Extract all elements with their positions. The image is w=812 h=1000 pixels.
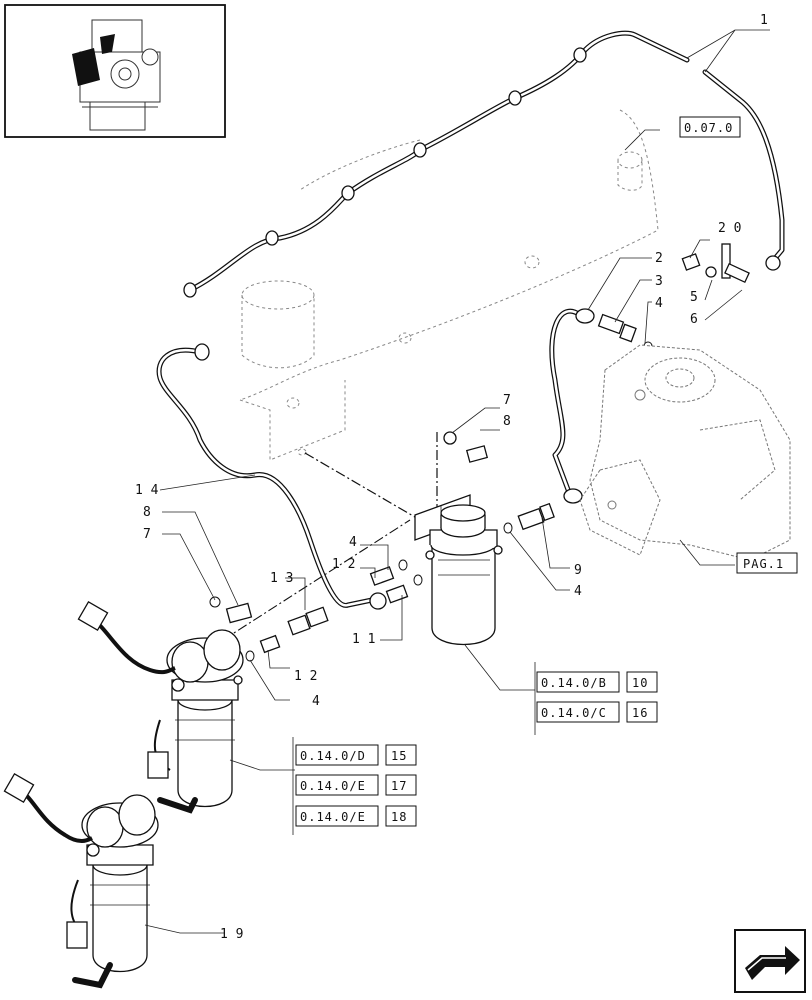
callout-2: 2 (655, 251, 663, 266)
callout-3: 3 (655, 274, 663, 289)
callout-13: 1 3 (270, 571, 293, 586)
svg-text:0.07.0: 0.07.0 (684, 121, 733, 135)
callout-14: 1 4 (135, 483, 159, 498)
svg-text:0.14.0/E: 0.14.0/E (300, 779, 366, 793)
engine-outline (239, 109, 659, 461)
ref-0-14-0-e-18[interactable]: 0.14.0/E 18 (295, 805, 417, 827)
callout-8a: 8 (503, 414, 511, 429)
ref-0-14-0-b[interactable]: 0.14.0/B 10 (536, 671, 658, 693)
callout-4d: 4 (312, 694, 320, 709)
ref-0-07-0[interactable]: 0.07.0 (679, 116, 741, 138)
fitting-set-20-5-6 (681, 243, 750, 284)
svg-text:15: 15 (391, 749, 407, 763)
callouts: 1 2 3 4 2 0 5 6 7 8 1 4 8 7 4 1 2 1 3 1 … (135, 13, 768, 942)
return-pipe-top (183, 30, 785, 298)
callout-20: 2 0 (718, 221, 741, 236)
svg-text:18: 18 (391, 810, 407, 824)
callout-8b: 8 (143, 505, 151, 520)
callout-12a: 1 2 (332, 557, 355, 572)
ref-0-14-0-d[interactable]: 0.14.0/D 15 (295, 744, 417, 766)
ref-pag-1[interactable]: PAG.1 (736, 552, 798, 574)
svg-text:0.14.0/C: 0.14.0/C (541, 706, 607, 720)
fuel-filter-variant-2 (3, 772, 159, 989)
pipe-pump-to-filter (549, 308, 653, 504)
svg-text:PAG.1: PAG.1 (743, 557, 784, 571)
callout-4a: 4 (655, 296, 663, 311)
callout-4c: 4 (574, 584, 582, 599)
svg-text:10: 10 (632, 676, 648, 690)
callout-6: 6 (690, 312, 698, 327)
pipe-14 (156, 343, 387, 610)
bolt-7-8-lower (209, 596, 253, 624)
callout-12b: 1 2 (294, 669, 317, 684)
fuel-filter-variant-1 (77, 600, 244, 814)
ref-0-14-0-c[interactable]: 0.14.0/C 16 (536, 701, 658, 723)
callout-1: 1 (760, 13, 768, 28)
callout-7a: 7 (503, 393, 511, 408)
svg-text:16: 16 (632, 706, 648, 720)
fuel-filter-main (425, 504, 503, 646)
callout-5: 5 (690, 290, 698, 305)
callout-9: 9 (574, 563, 582, 578)
unions-main (245, 502, 555, 662)
reference-boxes: 0.07.0 PAG.1 0.14.0/B 10 0.14.0/C 16 0.1… (292, 116, 798, 835)
engine-thumbnail-icon[interactable] (4, 4, 226, 138)
mounting-lines (222, 432, 438, 641)
callout-4b: 4 (349, 535, 357, 550)
svg-text:0.14.0/E: 0.14.0/E (300, 810, 366, 824)
callout-7b: 7 (143, 527, 151, 542)
callout-19: 1 9 (220, 927, 243, 942)
svg-text:17: 17 (391, 779, 407, 793)
ref-0-14-0-e-17[interactable]: 0.14.0/E 17 (295, 774, 417, 796)
svg-text:0.14.0/B: 0.14.0/B (541, 676, 607, 690)
svg-text:0.14.0/D: 0.14.0/D (300, 749, 366, 763)
injection-pump (579, 344, 791, 561)
leader-lines (144, 29, 770, 934)
callout-11: 1 1 (352, 632, 375, 647)
next-page-arrow-icon[interactable] (734, 929, 806, 993)
